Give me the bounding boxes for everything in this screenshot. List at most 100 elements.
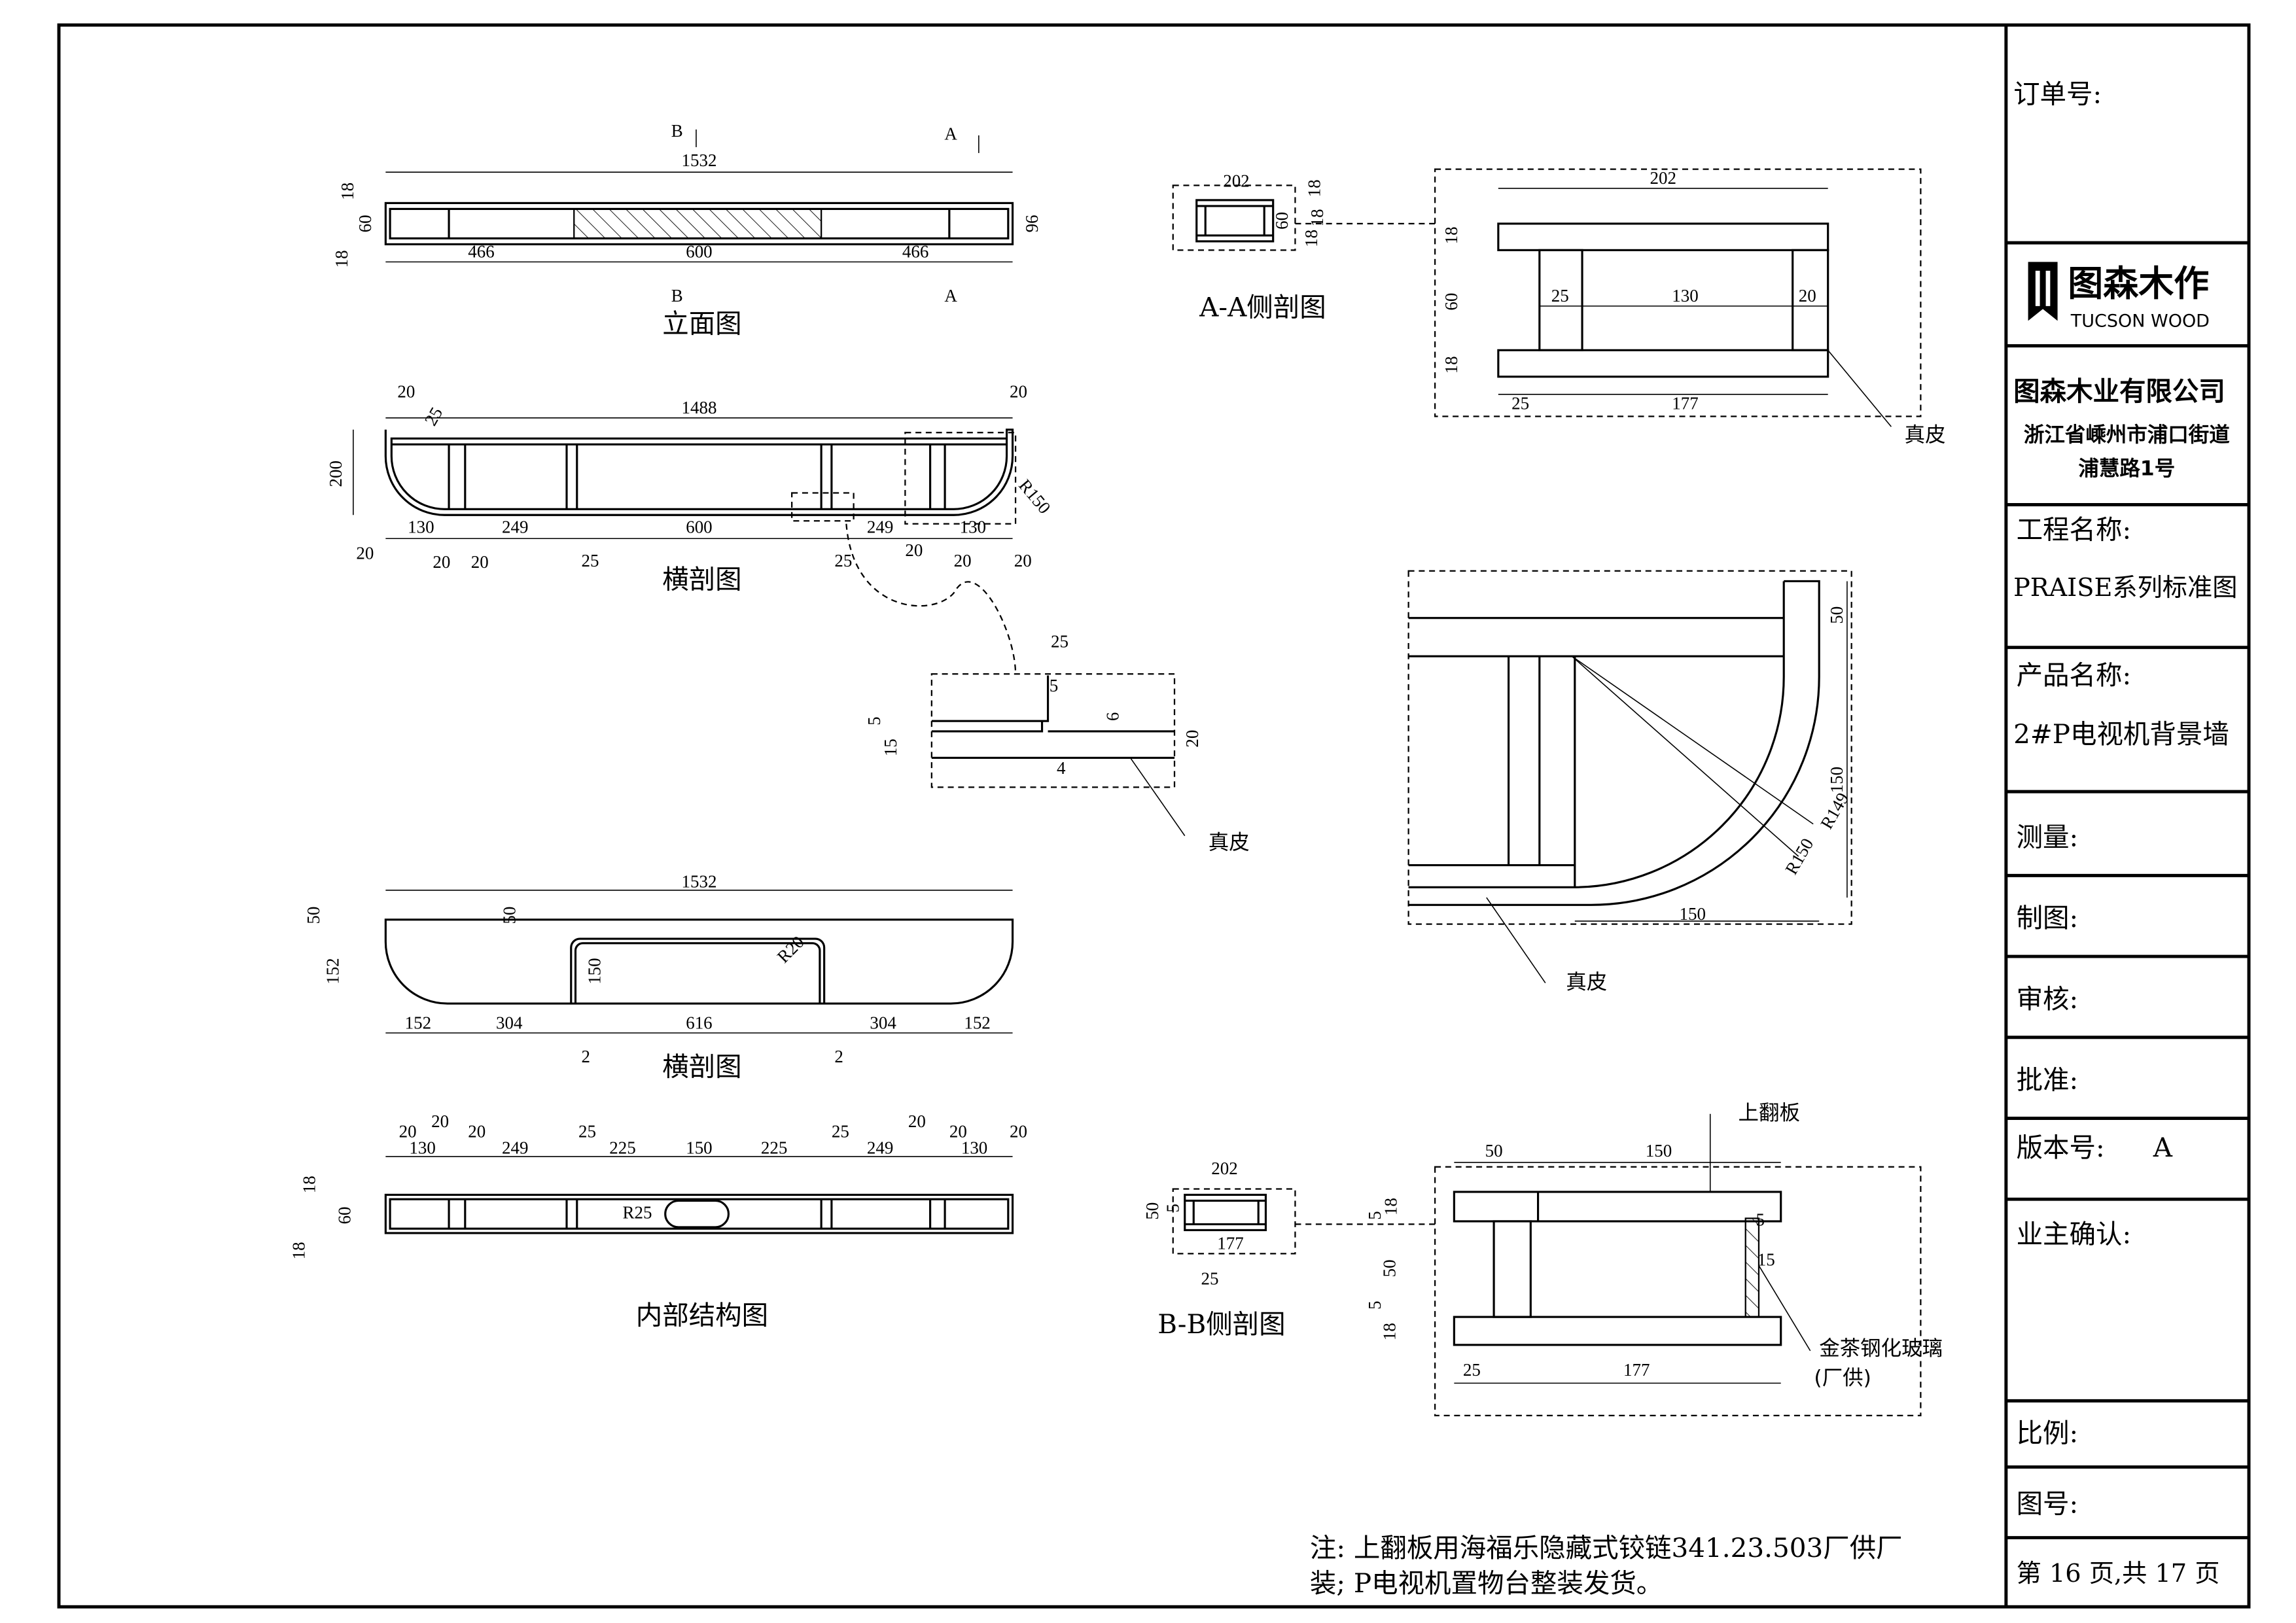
dimension-label: 466 xyxy=(902,242,928,262)
dimension-label: 25 xyxy=(1551,286,1569,305)
dimension-label: 616 xyxy=(686,1013,712,1032)
dimension-label: 18 xyxy=(1307,209,1327,226)
note-line1: 注: 上翻板用海福乐隐藏式铰链341.23.503厂供厂 xyxy=(1310,1532,1903,1563)
version-label: 版本号: xyxy=(2017,1132,2105,1163)
view-title-elevation: 立面图 xyxy=(662,307,741,339)
dimension-label: 25 xyxy=(421,404,446,428)
annotation-label: 真皮 xyxy=(1566,971,1607,994)
dimension-label: 130 xyxy=(408,517,434,536)
dimension-label: 18 xyxy=(1301,230,1321,247)
dimension-label: 225 xyxy=(761,1138,787,1157)
dimension-label: 18 xyxy=(1441,356,1461,374)
dimension-label: 150 xyxy=(1827,767,1846,793)
dimension-label: 60 xyxy=(1441,293,1461,311)
note-line2: 装; P电视机置物台整装发货。 xyxy=(1310,1567,1663,1599)
dimension-label: R20 xyxy=(773,932,808,967)
dimension-label: 18 xyxy=(332,250,351,268)
dimension-label: 20 xyxy=(1010,1122,1027,1142)
dimension-label: 249 xyxy=(867,1138,893,1157)
dimension-label: 202 xyxy=(1211,1159,1237,1178)
dimension-label: 25 xyxy=(834,551,852,570)
version-value: A xyxy=(2153,1132,2173,1163)
product-label: 产品名称: xyxy=(2017,659,2132,691)
dimension-label: 4 xyxy=(1057,758,1066,778)
dimension-label: 152 xyxy=(323,958,342,984)
owner-confirm-label: 业主确认: xyxy=(2017,1219,2132,1250)
dimension-label: 5 xyxy=(864,716,884,725)
title-block: 订单号: 图森木作 TUCSON WOOD 图森木业有限公司 浙江省嵊州市浦口街… xyxy=(2004,25,2249,1607)
dimension-label: 60 xyxy=(1272,212,1292,230)
dimension-label: 225 xyxy=(609,1138,635,1157)
dimension-label: 20 xyxy=(399,1122,417,1142)
drawing-no-label: 图号: xyxy=(2017,1488,2079,1519)
dimension-label: B xyxy=(671,286,683,305)
dimension-label: 5 xyxy=(1163,1204,1183,1213)
measure-label: 测量: xyxy=(2017,821,2079,852)
dimension-label: 1532 xyxy=(681,871,716,891)
scale-label: 比例: xyxy=(2017,1417,2079,1448)
dimension-label: 5 xyxy=(1365,1300,1385,1310)
internal-structure-view xyxy=(384,1156,1014,1234)
logo-en: TUCSON WOOD xyxy=(2070,311,2210,331)
dimension-label: 152 xyxy=(405,1013,431,1032)
dimension-label: R25 xyxy=(622,1202,652,1222)
dimension-label: B xyxy=(671,121,683,141)
dimension-label: 20 xyxy=(471,552,489,572)
dimension-label: 96 xyxy=(1022,215,1042,232)
dimension-label: 15 xyxy=(881,739,900,756)
dimension-label: 20 xyxy=(1182,730,1202,748)
dimension-label: 200 xyxy=(326,461,345,487)
dimension-label: 249 xyxy=(502,517,528,536)
dimension-label: 50 xyxy=(1827,606,1846,624)
annotation-label: (厂供) xyxy=(1814,1367,1871,1390)
dimension-label: R150 xyxy=(1781,835,1817,878)
dimension-label: 18 xyxy=(338,183,357,200)
dimension-label: 25 xyxy=(578,1122,596,1142)
dimension-label: 600 xyxy=(686,242,712,262)
dimension-label: 15 xyxy=(1757,1249,1775,1269)
dimension-label: 5 xyxy=(1756,1210,1765,1230)
dimension-label: 304 xyxy=(870,1013,896,1032)
annotation-label: 真皮 xyxy=(1209,831,1250,854)
logo-cn: 图森木作 xyxy=(2068,263,2209,304)
dimension-label: 150 xyxy=(1646,1141,1672,1161)
view-title-bb: B-B侧剖图 xyxy=(1157,1308,1285,1340)
dimension-label: 25 xyxy=(1201,1269,1218,1289)
address-line2: 浦慧路1号 xyxy=(2078,457,2175,481)
annotation-label: 上翻板 xyxy=(1738,1102,1799,1125)
dimension-label: 202 xyxy=(1223,171,1249,191)
dimension-label: 249 xyxy=(502,1138,528,1157)
dimension-label: 20 xyxy=(433,552,450,572)
dimension-label: 249 xyxy=(867,517,893,536)
approve-label: 批准: xyxy=(2017,1064,2079,1095)
dimension-label: 130 xyxy=(1672,286,1698,305)
view-title-internal: 内部结构图 xyxy=(636,1299,768,1331)
dimension-label: 25 xyxy=(1051,632,1069,652)
section-view-top xyxy=(353,417,1017,674)
dimension-label: 177 xyxy=(1217,1234,1243,1253)
dimension-label: 18 xyxy=(1381,1198,1401,1215)
dimension-label: 20 xyxy=(905,540,923,560)
dimension-label: 202 xyxy=(1650,168,1676,188)
dimension-label: 18 xyxy=(1441,226,1461,244)
draw-label: 制图: xyxy=(2017,902,2079,934)
dimension-label: 18 xyxy=(1379,1323,1399,1340)
dimension-label: 150 xyxy=(686,1138,712,1157)
dimension-label: 20 xyxy=(908,1111,926,1131)
corner-detail xyxy=(1407,570,1852,983)
annotation-label: 真皮 xyxy=(1905,423,1946,447)
dimension-label: 25 xyxy=(1511,393,1529,413)
sheet-border xyxy=(57,23,2251,1609)
dimension-label: 177 xyxy=(1623,1360,1650,1380)
dimension-label: A xyxy=(944,286,957,305)
dimension-label: 50 xyxy=(499,907,519,924)
company-logo: 图森木作 TUCSON WOOD xyxy=(2028,262,2210,331)
dimension-label: 20 xyxy=(1799,286,1816,305)
dimension-label: 60 xyxy=(355,215,375,232)
bb-section xyxy=(1172,1113,1922,1416)
dimension-label: 25 xyxy=(582,551,599,570)
dimension-label: 5 xyxy=(1050,676,1059,695)
dimension-label: R150 xyxy=(1015,476,1055,517)
dimension-label: 50 xyxy=(1485,1141,1503,1161)
